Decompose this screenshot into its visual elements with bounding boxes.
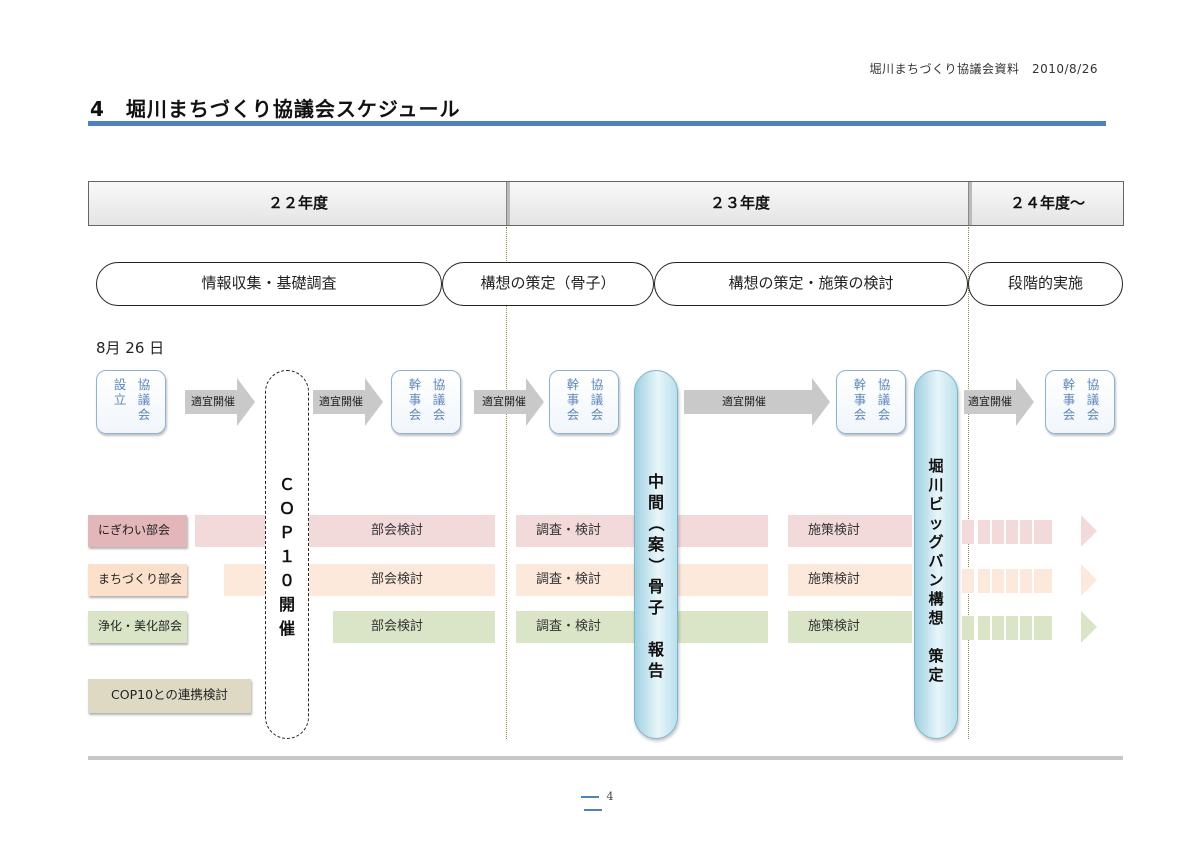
task-label: 部会検討 (371, 523, 424, 538)
task-band: 施策検討 (788, 611, 912, 643)
start-date-label: 8月 26 日 (96, 339, 165, 357)
task-label: 施策検討 (808, 523, 861, 538)
task-label: 調査・検討 (536, 619, 602, 634)
subcommittee-cleanup: 浄化・美化部会 (88, 611, 187, 643)
continuation-dashes (962, 611, 1052, 643)
year-divider (968, 182, 972, 225)
arrow-label: 適宜開催 (968, 395, 1012, 408)
arrow-label: 適宜開催 (482, 395, 526, 408)
meeting-box: 幹事会 協議会 (836, 370, 906, 434)
arrow-as-needed: 適宜開催 (474, 378, 544, 426)
year-24: ２４年度〜 (1009, 194, 1085, 212)
footer-rule (88, 756, 1123, 760)
task-band: 施策検討 (788, 515, 912, 547)
arrow-as-needed: 適宜開催 (313, 378, 383, 426)
task-label: 調査・検討 (536, 572, 602, 587)
year-boundary-line (968, 227, 969, 739)
continuation-arrow-tip (1081, 564, 1097, 596)
meeting-col-left: 設立 (113, 377, 127, 407)
year-divider (506, 182, 510, 225)
meeting-box: 幹事会 協議会 (1045, 370, 1115, 434)
year-boundary-line (506, 227, 507, 739)
task-label: 調査・検討 (536, 523, 602, 538)
bigbang-plan-milestone: 堀川ビッグバン構想 策定 (914, 370, 958, 739)
continuation-arrow-tip (1081, 515, 1097, 547)
task-band: 部会検討 (195, 515, 495, 547)
page-title: 4 堀川まちづくり協議会スケジュール (90, 97, 461, 121)
phase-implementation: 段階的実施 (968, 262, 1123, 306)
subcommittee-nigiwai: にぎわい部会 (88, 515, 187, 547)
title-rule (88, 121, 1106, 126)
continuation-dashes (962, 515, 1052, 547)
meeting-col-right: 協議会 (590, 377, 604, 422)
page-number: 4 (560, 790, 626, 816)
year-22: ２２年度 (267, 194, 328, 212)
meeting-col-left: 幹事会 (566, 377, 580, 422)
page-number-value: 4 (606, 790, 614, 803)
phase-policy: 構想の策定・施策の検討 (654, 262, 968, 306)
task-label: 部会検討 (371, 619, 424, 634)
task-label: 施策検討 (808, 572, 861, 587)
meeting-col-right: 協議会 (877, 377, 891, 422)
cop10-coordination-box: COP10との連携検討 (88, 679, 251, 713)
meeting-col-left: 幹事会 (1062, 377, 1076, 422)
bigbang-plan-label: 堀川ビッグバン構想 策定 (928, 457, 944, 684)
task-band: 部会検討 (333, 611, 495, 643)
task-label: 施策検討 (808, 619, 861, 634)
meeting-col-left: 幹事会 (408, 377, 422, 422)
meeting-col-right: 協議会 (1086, 377, 1100, 422)
meeting-box: 幹事会 協議会 (391, 370, 461, 434)
meeting-box-establishment: 設立 協議会 (96, 370, 166, 434)
meeting-col-right: 協議会 (137, 377, 151, 422)
meeting-col-left: 幹事会 (853, 377, 867, 422)
phase-research: 情報収集・基礎調査 (96, 262, 442, 306)
arrow-as-needed: 適宜開催 (185, 378, 255, 426)
continuation-arrow-tip (1081, 611, 1097, 643)
subcommittee-machizukuri: まちづくり部会 (88, 564, 187, 596)
task-label: 部会検討 (371, 572, 424, 587)
interim-report-milestone: 中間（案）骨子 報告 (634, 370, 678, 739)
task-band: 施策検討 (788, 564, 912, 596)
arrow-label: 適宜開催 (722, 395, 766, 408)
arrow-label: 適宜開催 (319, 395, 363, 408)
meeting-box: 幹事会 協議会 (549, 370, 619, 434)
continuation-dashes (962, 564, 1052, 596)
arrow-as-needed: 適宜開催 (964, 378, 1034, 426)
year-23: ２３年度 (709, 194, 770, 212)
interim-report-label: 中間（案）骨子 報告 (646, 472, 666, 680)
phase-outline: 構想の策定（骨子） (442, 262, 654, 306)
arrow-as-needed: 適宜開催 (684, 378, 830, 426)
fiscal-year-bar: ２２年度 ２３年度 ２４年度〜 (88, 181, 1124, 226)
arrow-label: 適宜開催 (191, 395, 235, 408)
meeting-col-right: 協議会 (432, 377, 446, 422)
header-meta: 堀川まちづくり協議会資料 2010/8/26 (869, 62, 1098, 76)
